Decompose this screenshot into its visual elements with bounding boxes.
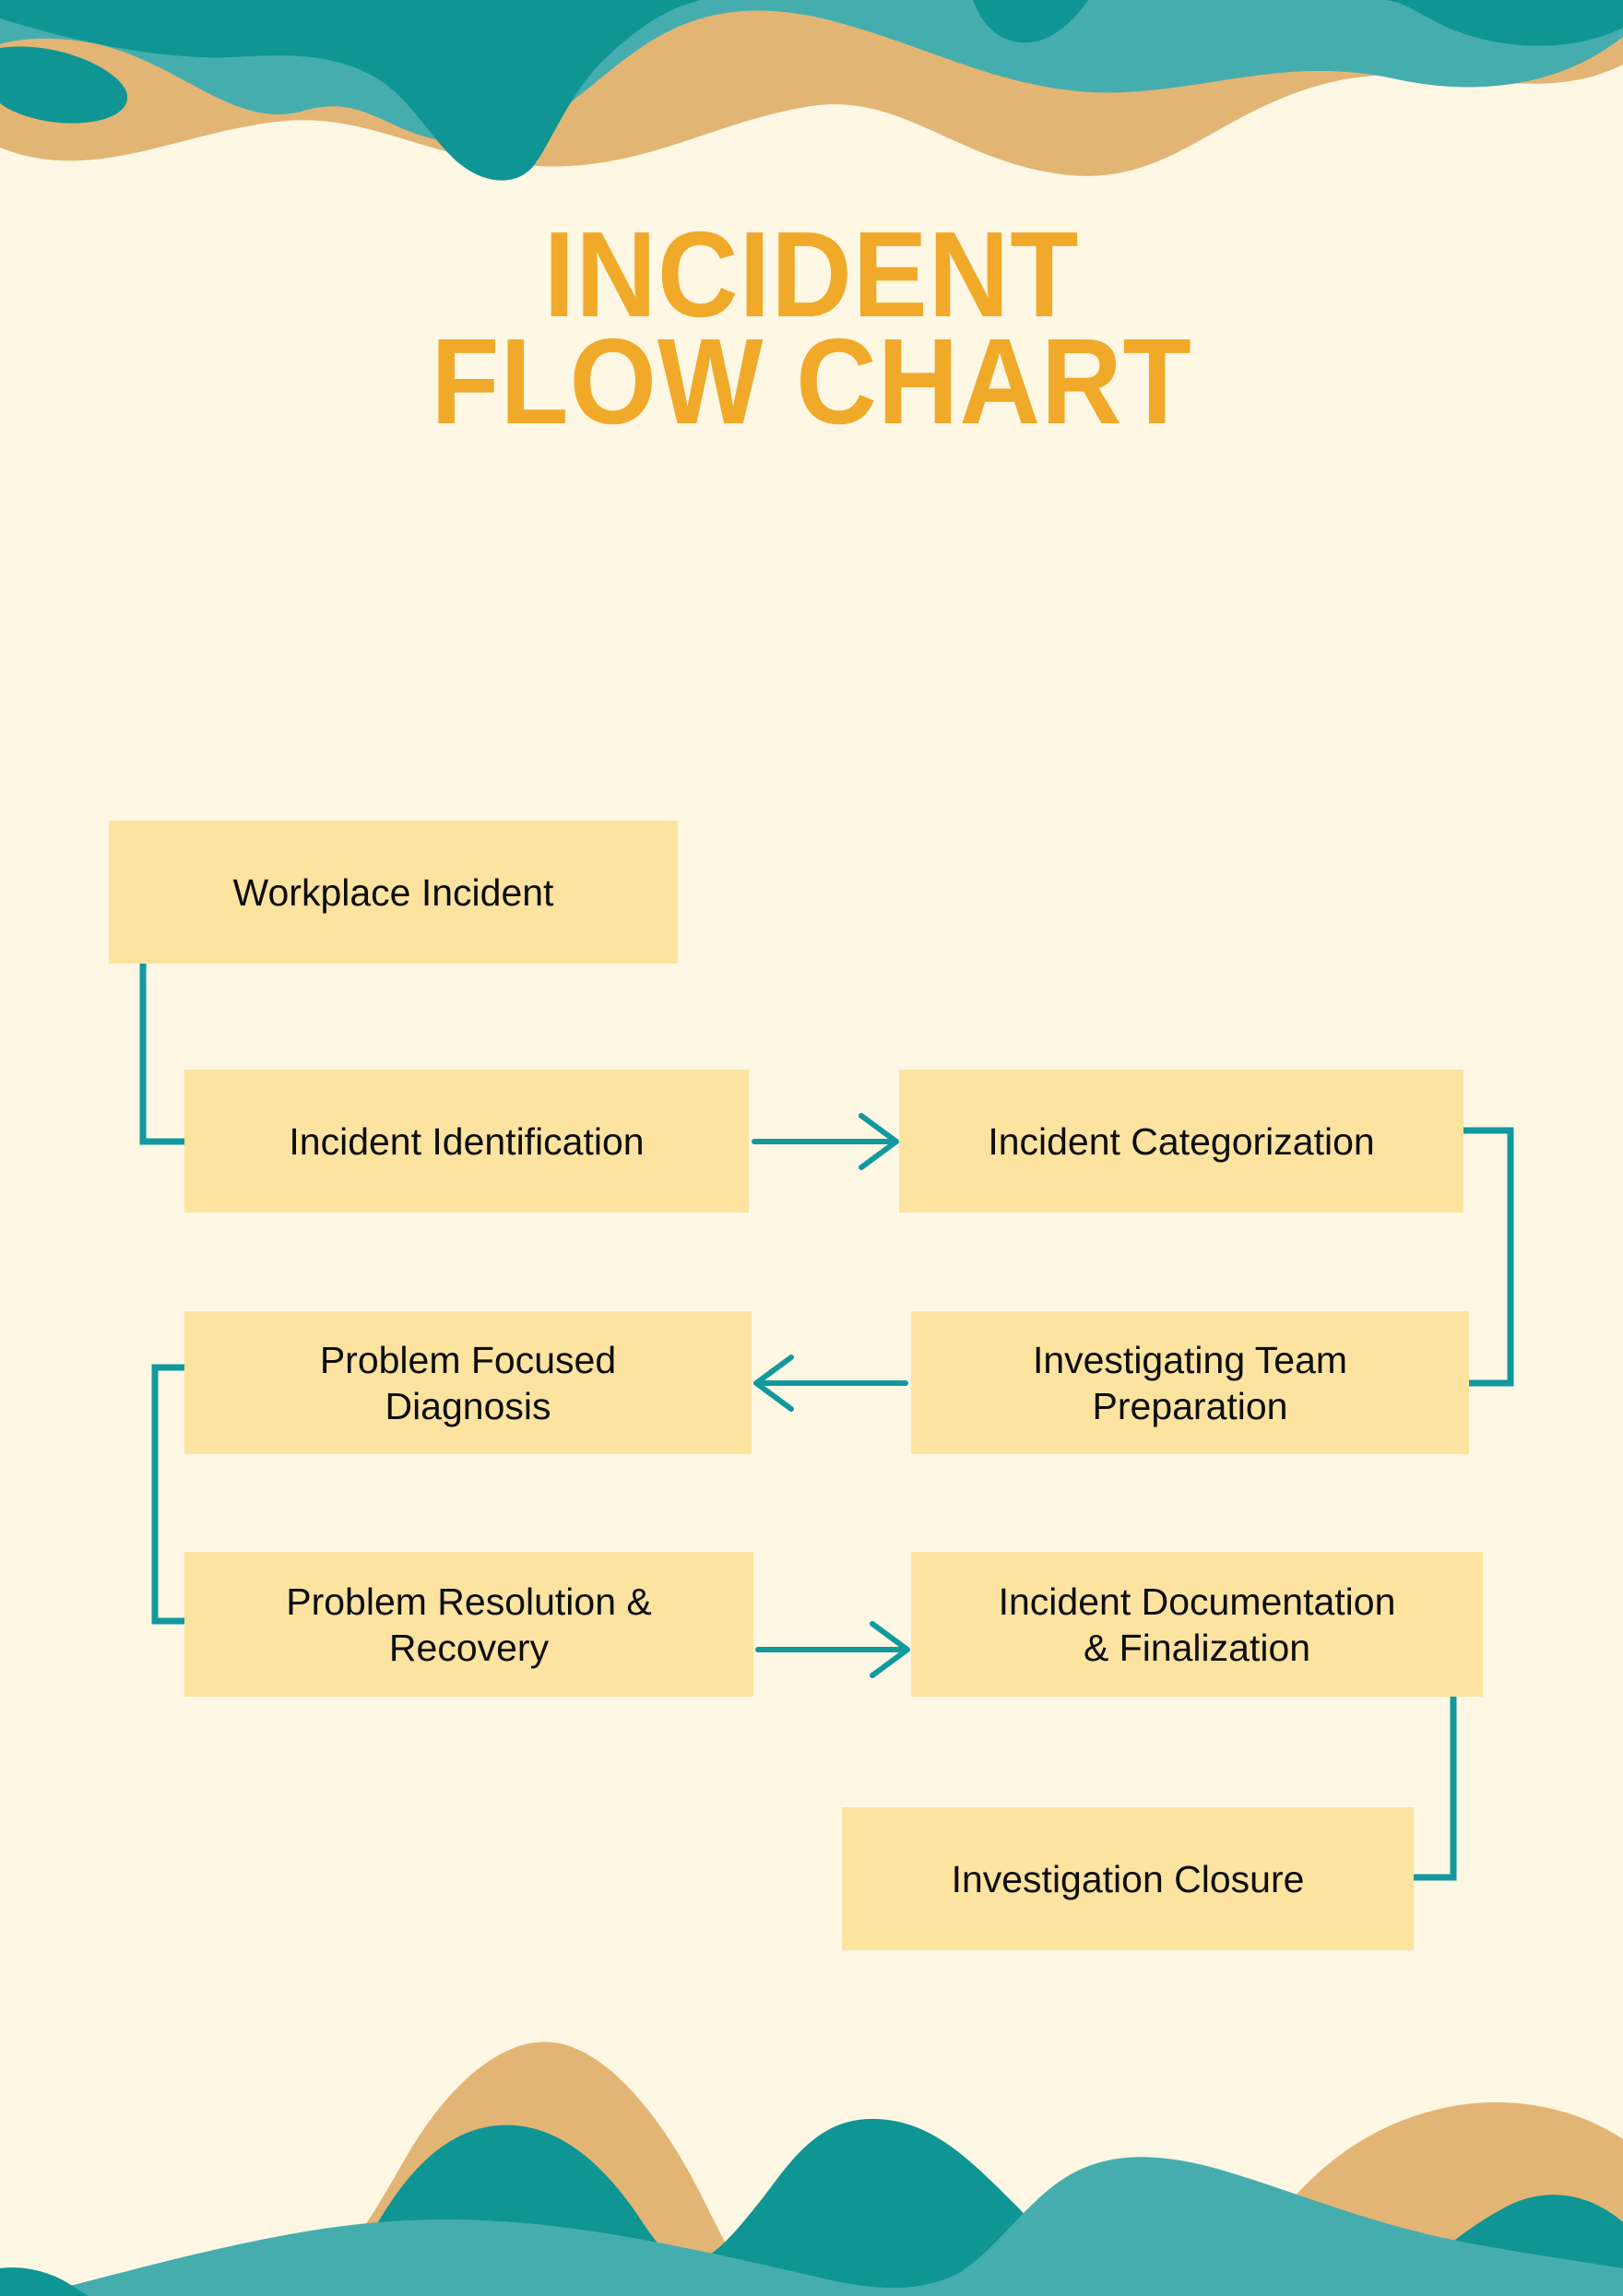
flow-node-incident-identification[interactable]: Incident Identification <box>184 1070 749 1213</box>
flow-node-investigating-team-preparation[interactable]: Investigating Team Preparation <box>911 1311 1469 1454</box>
flow-node-label: Investigating Team Preparation <box>1032 1338 1348 1427</box>
teal-dark-wave-bottom <box>0 2118 1623 2296</box>
flow-node-incident-categorization[interactable]: Incident Categorization <box>899 1070 1463 1213</box>
top-wave-decoration <box>0 0 1623 181</box>
arrowhead-right-1 <box>859 1113 899 1170</box>
flow-node-label: Incident Identification <box>289 1119 645 1163</box>
flow-node-label: Problem Resolution & Recovery <box>286 1580 652 1669</box>
flow-node-label: Incident Documentation & Finalization <box>998 1580 1396 1669</box>
teal-dark-wave-top <box>0 0 1623 181</box>
sand-wave-top <box>0 0 1623 176</box>
flow-node-problem-resolution-recovery[interactable]: Problem Resolution & Recovery <box>184 1552 753 1697</box>
flow-node-label: Incident Categorization <box>988 1119 1375 1163</box>
teal-dark-blob-bottom-left <box>0 2267 89 2296</box>
flow-node-label: Workplace Incident <box>232 870 554 914</box>
flow-node-problem-focused-diagnosis[interactable]: Problem Focused Diagnosis <box>184 1311 752 1454</box>
flow-node-incident-documentation-finalization[interactable]: Incident Documentation & Finalization <box>911 1552 1483 1697</box>
title-line-1: INCIDENT <box>543 207 1080 342</box>
teal-light-wave-bottom <box>0 2157 1623 2296</box>
flow-node-label: Investigation Closure <box>951 1857 1305 1900</box>
page-title: INCIDENT FLOW CHART <box>0 207 1623 449</box>
bottom-wave-decoration <box>0 2042 1623 2296</box>
edge-categorization-to-team <box>1461 1127 1514 1387</box>
flow-node-investigation-closure[interactable]: Investigation Closure <box>842 1807 1414 1950</box>
flow-node-label: Problem Focused Diagnosis <box>319 1338 617 1427</box>
edge-documentation-to-closure <box>1405 1695 1457 1881</box>
flow-node-workplace-incident[interactable]: Workplace Incident <box>109 821 678 964</box>
edge-incident-to-identification <box>139 960 193 1145</box>
arrowhead-right-2 <box>870 1621 910 1678</box>
sand-wave-bottom <box>0 2042 1623 2296</box>
arrowhead-left-1 <box>753 1355 794 1412</box>
teal-light-wave-top <box>0 0 1623 144</box>
teal-dark-blob-left <box>0 46 128 124</box>
title-line-2: FLOW CHART <box>431 314 1192 449</box>
